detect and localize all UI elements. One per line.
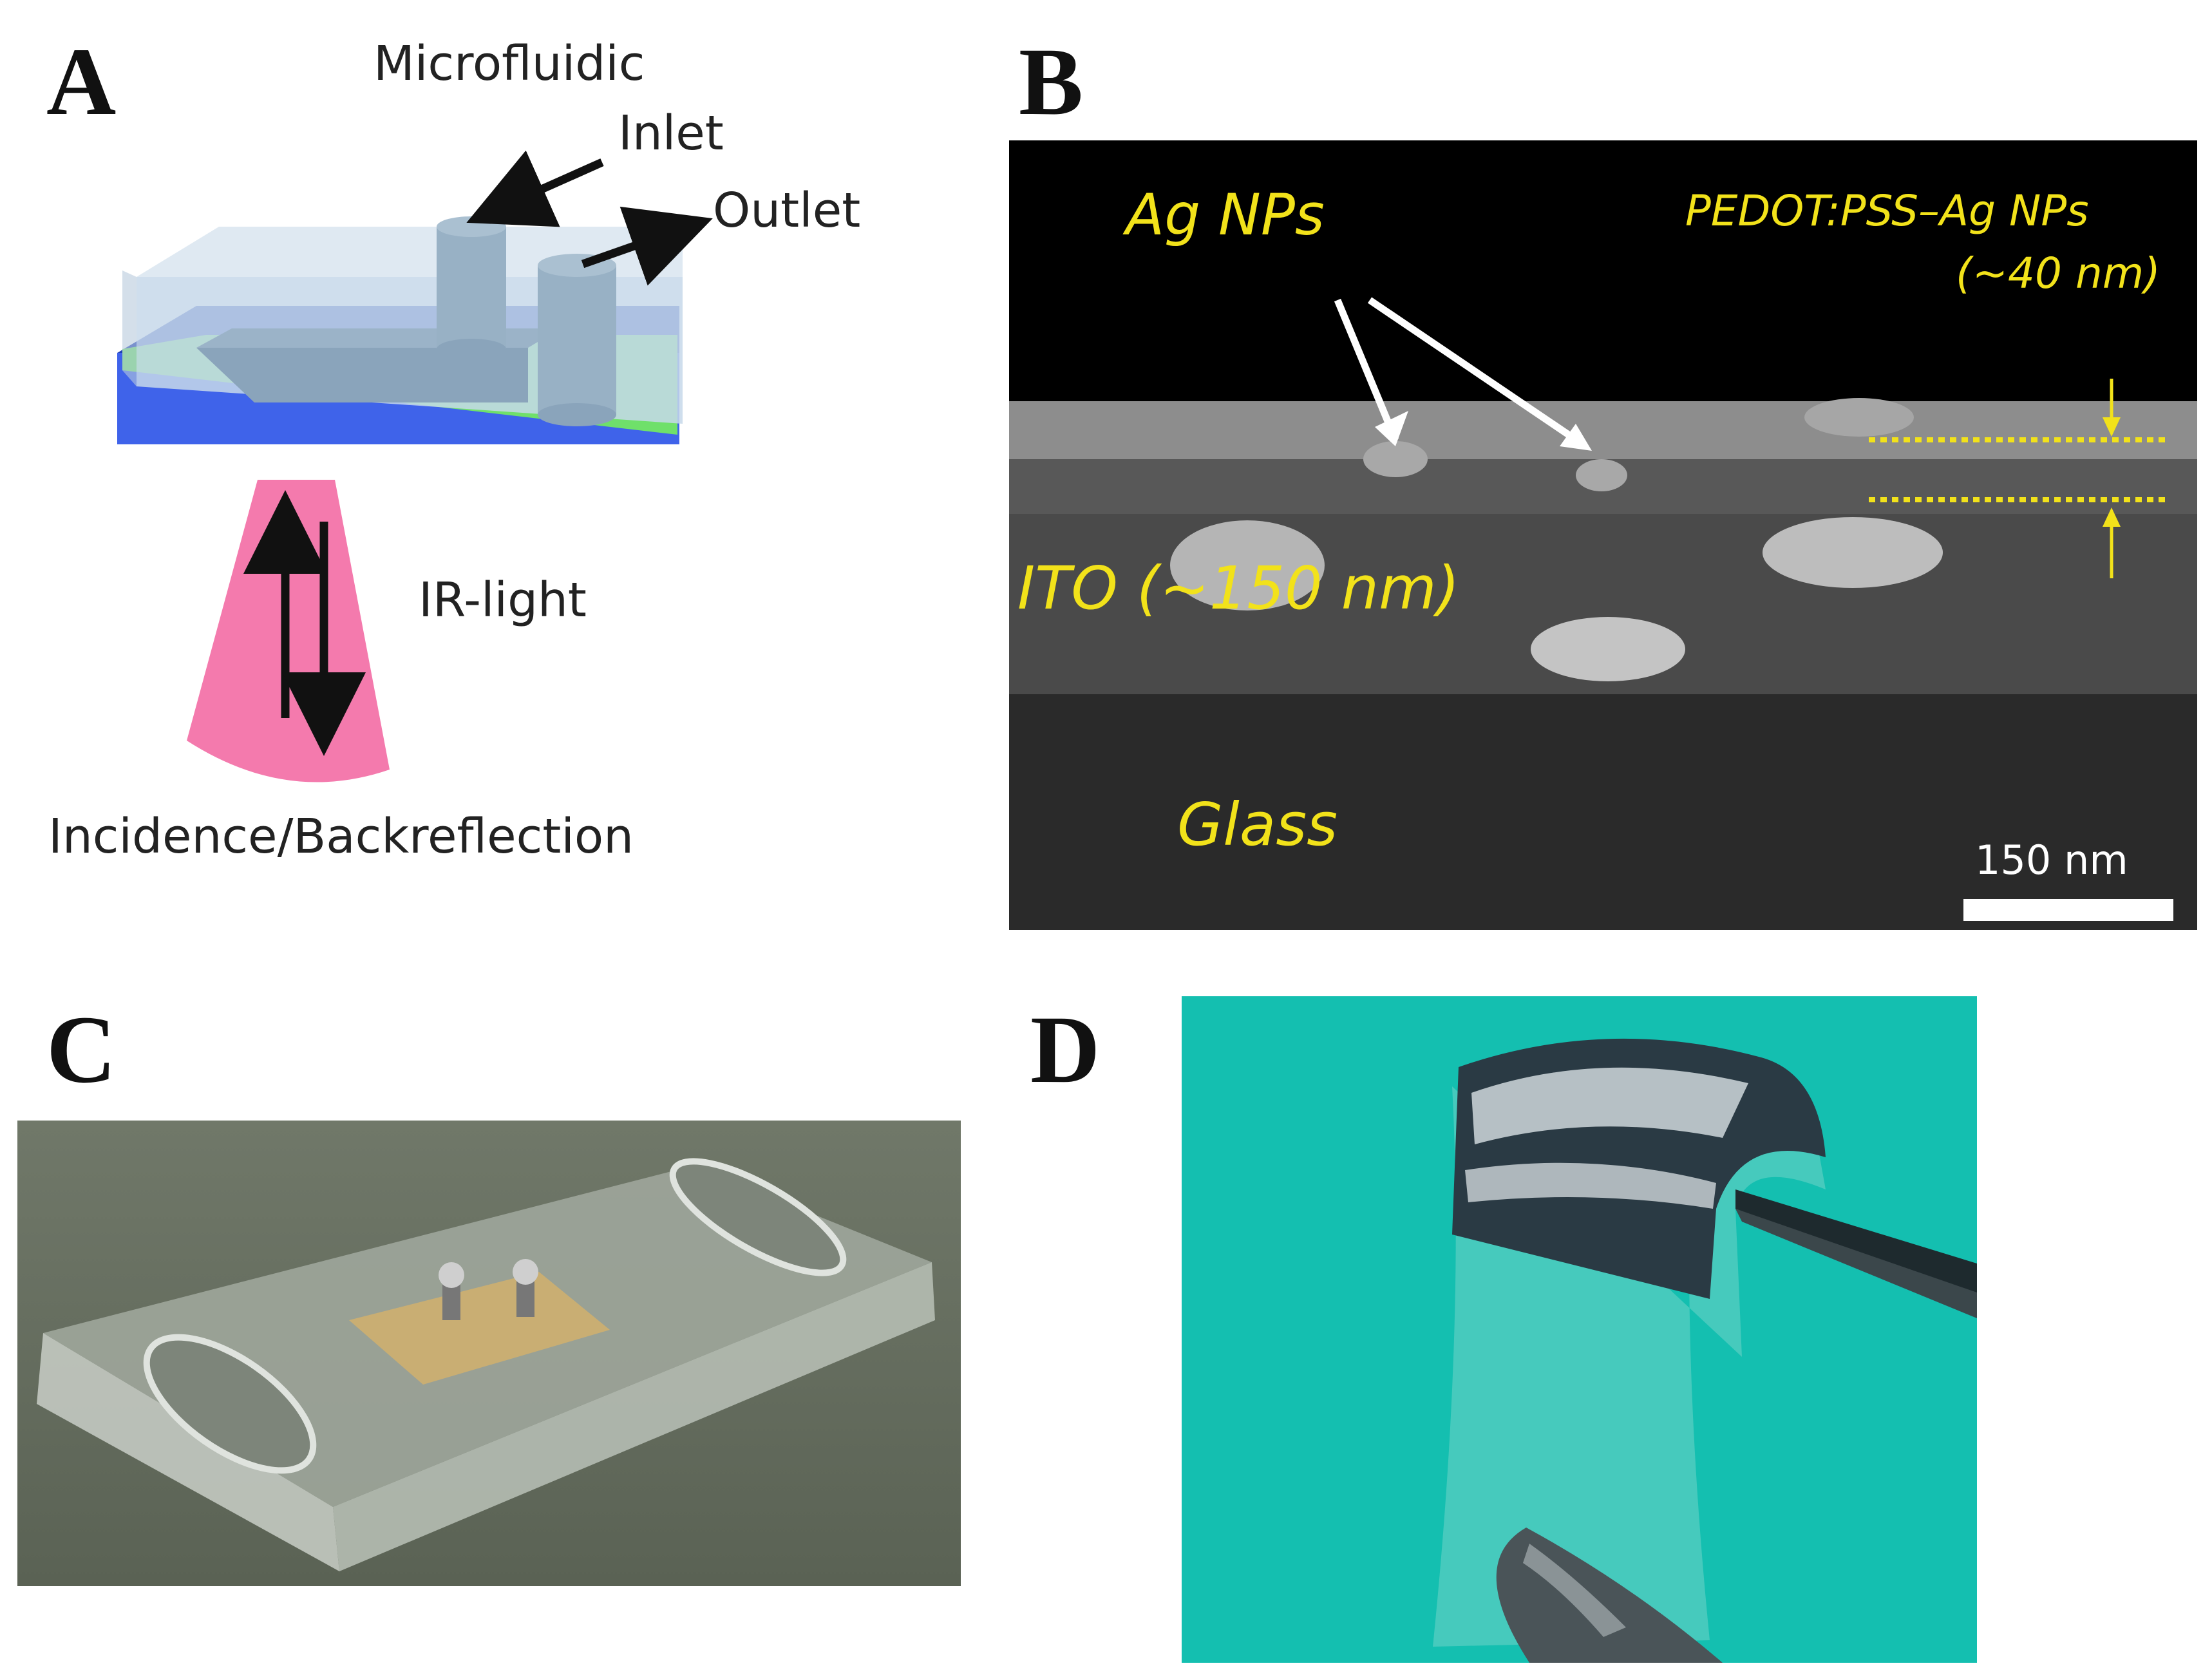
panel-c-letter: C <box>46 996 117 1103</box>
label-ir-light: IR-light <box>419 573 587 628</box>
port-left <box>143 1334 317 1474</box>
ag-np-arrow-1 <box>1334 298 1399 442</box>
acrylic-slab-side <box>37 1333 339 1571</box>
panel-b-sem-image <box>1009 140 2197 930</box>
outlet-arrow <box>581 206 713 286</box>
label-pedot-thickness: (~40 nm) <box>1956 249 2160 298</box>
panel-c-photo-device <box>17 1121 961 1586</box>
label-incidence-backreflection: Incidence/Backreflection <box>48 809 634 864</box>
scale-bar <box>1963 899 2173 921</box>
scalpel <box>1496 1528 1723 1663</box>
nanoparticle <box>1363 441 1428 477</box>
label-pedot-pss-ag-nps: PEDOT:PSS–Ag NPs <box>1685 186 2089 236</box>
label-microfluidic: Microfluidic <box>373 36 645 91</box>
chip-back-edge <box>122 270 137 386</box>
sensor-chip <box>349 1272 610 1385</box>
nanoparticle <box>1170 520 1325 610</box>
inlet-cylinder <box>437 227 506 349</box>
panel-b-letter: B <box>1019 28 1084 135</box>
label-outlet: Outlet <box>713 183 861 238</box>
panel-d-photo-flexible-film <box>1182 996 1977 1663</box>
nanoparticle <box>1531 617 1685 681</box>
label-ag-nps: Ag NPs <box>1126 182 1325 248</box>
panel-d-letter: D <box>1030 996 1101 1103</box>
label-ito: ITO (~150 nm) <box>1017 554 1460 623</box>
outlet-cylinder <box>538 265 616 415</box>
nanoparticle <box>1576 459 1627 491</box>
microchannel <box>196 348 528 402</box>
glass-layer <box>1009 694 2197 930</box>
label-glass: Glass <box>1177 790 1338 859</box>
nanoparticle <box>1763 517 1943 588</box>
nanoparticle <box>1804 398 1914 437</box>
label-scale-bar: 150 nm <box>1975 837 2128 884</box>
label-inlet: Inlet <box>618 106 724 161</box>
inlet-arrow <box>466 150 604 227</box>
ag-np-arrow-2 <box>1367 297 1583 446</box>
pedot-layer <box>1009 401 2197 459</box>
panel-a-letter: A <box>46 28 117 135</box>
port-right <box>669 1158 847 1276</box>
